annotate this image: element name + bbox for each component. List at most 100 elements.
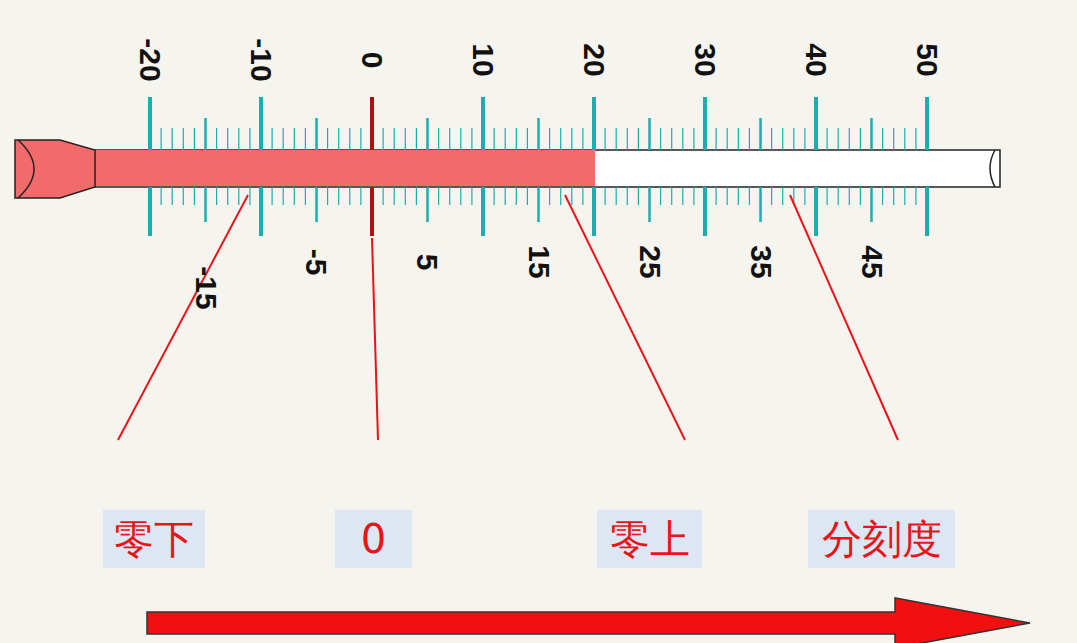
- scale-number: -15: [188, 266, 222, 309]
- tick: [426, 187, 429, 222]
- tick: [194, 128, 195, 150]
- tick: [648, 118, 651, 150]
- label-box: 零上: [597, 510, 702, 568]
- tick: [405, 128, 406, 150]
- tick: [893, 187, 894, 205]
- tick: [925, 187, 929, 236]
- tick: [438, 128, 439, 150]
- tick: [893, 128, 894, 150]
- tick: [549, 187, 550, 205]
- tick: [682, 187, 683, 205]
- tick: [682, 128, 683, 150]
- tick: [860, 128, 861, 150]
- tick: [693, 187, 694, 205]
- tick: [604, 128, 605, 150]
- tick: [814, 97, 818, 150]
- tick: [327, 128, 328, 150]
- tick: [582, 128, 583, 150]
- scale-number: 45: [855, 245, 889, 278]
- tick: [592, 187, 596, 236]
- tick: [604, 187, 605, 205]
- tick: [693, 128, 694, 150]
- tick: [360, 187, 361, 205]
- tube-end: [990, 150, 995, 187]
- tick: [449, 128, 450, 150]
- tick: [471, 187, 472, 205]
- tick: [259, 97, 263, 150]
- tick: [481, 97, 485, 150]
- label-box: 0: [335, 510, 412, 568]
- tick: [360, 128, 361, 150]
- scale-number: 35: [744, 245, 778, 278]
- tick: [305, 187, 306, 205]
- tick: [505, 128, 506, 150]
- leader-lines: [118, 195, 898, 440]
- tick: [904, 128, 905, 150]
- tick: [227, 187, 228, 205]
- tick: [516, 128, 517, 150]
- tick: [703, 187, 707, 236]
- tick: [660, 187, 661, 205]
- tick: [860, 187, 861, 205]
- tick: [527, 128, 528, 150]
- tick: [660, 128, 661, 150]
- tick: [183, 128, 184, 150]
- tick: [505, 187, 506, 205]
- tick: [814, 187, 818, 236]
- tick: [915, 128, 916, 150]
- tick: [759, 118, 762, 150]
- tick: [338, 187, 339, 205]
- scale-ticks: [150, 97, 927, 236]
- tick: [627, 128, 628, 150]
- tick: [338, 128, 339, 150]
- scale-number: 30: [688, 43, 722, 76]
- tick: [804, 187, 805, 205]
- tick: [638, 128, 639, 150]
- tick: [315, 187, 318, 222]
- tick: [759, 187, 762, 222]
- scale-number: 20: [577, 43, 611, 76]
- tick: [560, 187, 561, 205]
- tick: [638, 187, 639, 205]
- tick: [194, 187, 195, 205]
- tick: [870, 187, 873, 222]
- tick: [249, 187, 250, 205]
- tick: [204, 187, 207, 222]
- tick: [416, 187, 417, 205]
- tick: [882, 128, 883, 150]
- tick: [349, 128, 350, 150]
- tick: [671, 128, 672, 150]
- box-text: 零上: [610, 512, 690, 567]
- tick: [148, 187, 152, 236]
- tick: [370, 97, 374, 150]
- tick: [460, 128, 461, 150]
- tick: [172, 128, 173, 150]
- tick: [571, 187, 572, 205]
- tick: [537, 118, 540, 150]
- tick: [394, 128, 395, 150]
- tick: [259, 187, 263, 236]
- tick: [738, 128, 739, 150]
- tick: [749, 187, 750, 205]
- tick: [383, 187, 384, 205]
- tick: [870, 118, 873, 150]
- tick: [471, 128, 472, 150]
- tick: [882, 187, 883, 205]
- tick: [238, 128, 239, 150]
- scale-number: 50: [910, 43, 944, 76]
- tick: [727, 187, 728, 205]
- tick: [494, 128, 495, 150]
- tick: [438, 187, 439, 205]
- mercury-column: [50, 150, 595, 186]
- tick: [804, 128, 805, 150]
- tick: [294, 128, 295, 150]
- tick: [849, 187, 850, 205]
- tick: [715, 128, 716, 150]
- tick: [272, 128, 273, 150]
- tick: [327, 187, 328, 205]
- tick: [549, 128, 550, 150]
- tick: [494, 187, 495, 205]
- tick: [216, 187, 217, 205]
- tick: [370, 187, 374, 236]
- tick: [648, 187, 651, 222]
